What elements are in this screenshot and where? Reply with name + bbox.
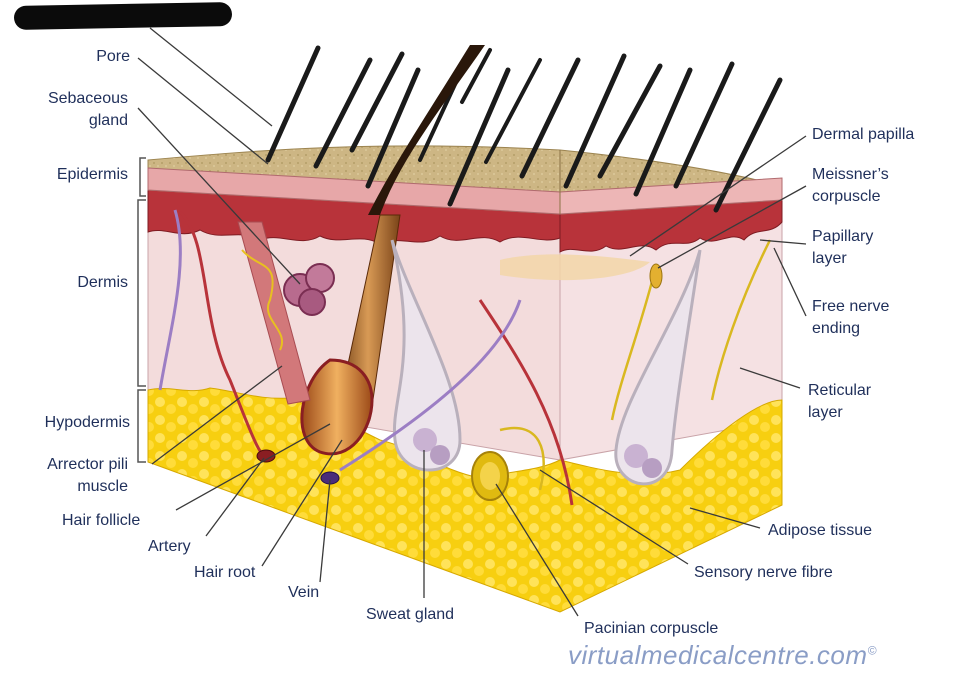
label-vein: Vein [288, 584, 320, 601]
copyright-symbol: © [867, 643, 877, 658]
label-reticular-layer: Reticular layer [808, 382, 872, 421]
label-dermis: Dermis [77, 274, 128, 291]
label-hypodermis: Hypodermis [44, 414, 130, 431]
hairs [265, 45, 783, 213]
sebaceous-gland [283, 263, 335, 316]
sweat-glands [390, 239, 702, 486]
meissner-corpuscle [649, 263, 663, 289]
label-sebaceous-gland: Sebaceous gland [47, 90, 128, 129]
artery-cut-end [256, 449, 276, 463]
adipose-layer [147, 387, 783, 613]
skin-block [147, 145, 783, 613]
label-epidermis: Epidermis [56, 166, 128, 183]
label-pacinian-corpuscle: Pacinian corpuscle [584, 620, 719, 637]
nerves-and-vessels [158, 209, 772, 506]
watermark-text: virtualmedicalcentre.com [568, 640, 868, 670]
label-hair-root: Hair root [194, 564, 256, 581]
label-free-nerve-ending: Free nerve ending [812, 298, 890, 337]
label-papillary-layer: Papillary layer [812, 228, 874, 267]
label-sweat-gland: Sweat gland [366, 606, 455, 623]
layer-brackets [137, 157, 146, 463]
label-hair-follicle: Hair follicle [62, 512, 141, 529]
label-arrector-pili-muscle: Arrector pili muscle [47, 456, 128, 495]
label-artery: Artery [148, 538, 191, 555]
dermal-papilla-band [500, 254, 650, 281]
label-adipose-tissue: Adipose tissue [768, 522, 873, 539]
redaction-bar [13, 2, 233, 30]
arrector-pili-muscle [237, 221, 311, 405]
label-pore: Pore [96, 48, 130, 65]
label-meissners-corpuscle: Meissner’s corpuscle [812, 166, 889, 205]
label-sensory-nerve-fibre: Sensory nerve fibre [694, 564, 833, 581]
label-dermal-papilla: Dermal papilla [812, 126, 915, 143]
leader-lines [137, 27, 807, 617]
watermark: virtualmedicalcentre.com© [568, 640, 877, 671]
